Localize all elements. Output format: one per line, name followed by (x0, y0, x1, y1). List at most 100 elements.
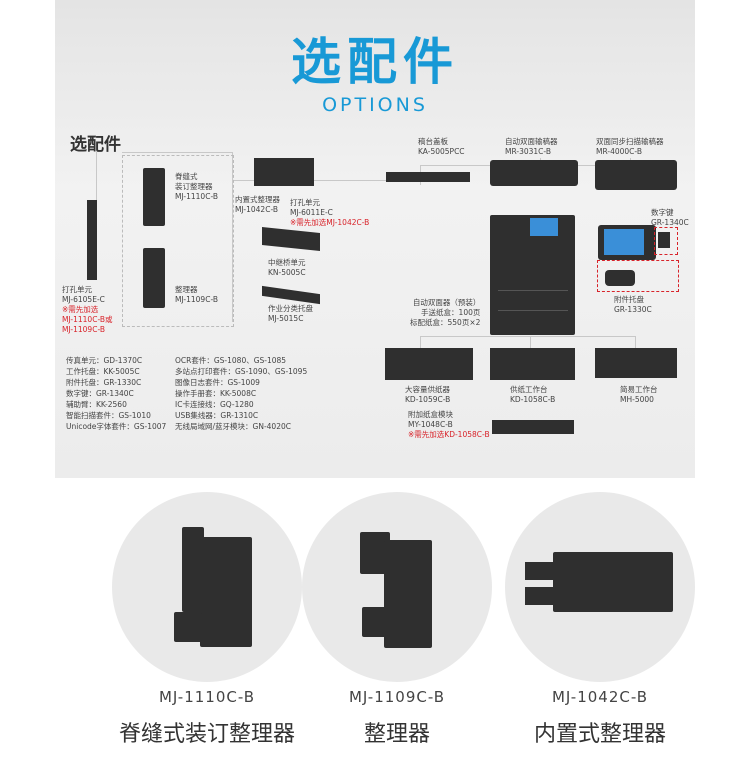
radf-image (490, 160, 578, 186)
finisher-tray-image (525, 587, 555, 605)
product-model: MJ-1110C-B (158, 688, 256, 706)
radf-model: MR-3031C-B (505, 147, 551, 156)
inner-finisher-image (254, 158, 314, 186)
list-item: 工作托盘：KK-5005C (66, 367, 140, 376)
platen-cover-image (386, 172, 470, 182)
connector-line (530, 336, 531, 350)
extra-tray-model: MY-1048C-B (408, 420, 453, 429)
finisher-tray-image (525, 562, 555, 580)
finisher-output-image (362, 607, 388, 637)
product-name: 脊缝式装订整理器 (118, 722, 295, 747)
list-item: USB集线器：GR-1310C (175, 411, 259, 420)
section-label: 选配件 (70, 135, 121, 155)
dsdf-model: MR-4000C-B (596, 147, 642, 156)
paper-feed-model: KD-1058C-B (510, 395, 556, 404)
attach-tray-name: 附件托盘 (614, 295, 644, 304)
attach-tray-highlight (597, 260, 679, 292)
radf-name: 自动双面输稿器 (505, 137, 558, 146)
keypad-image (658, 232, 670, 248)
tray-divider (498, 290, 568, 291)
finisher-name: 整理器 (175, 285, 198, 294)
copier-screen (530, 218, 558, 236)
product-name: 整理器 (363, 722, 430, 747)
control-panel-screen (604, 229, 644, 255)
saddle-finisher-name: 脊缝式 (175, 172, 198, 181)
finisher-body-image (384, 540, 432, 648)
tray-divider (498, 310, 568, 311)
list-item: 多站点打印套件：GS-1090、GS-1095 (175, 367, 308, 376)
attach-tray-model: GR-1330C (614, 305, 652, 314)
list-item: IC卡连接线：GQ-1280 (175, 400, 254, 409)
platen-name: 稿台盖板 (418, 137, 448, 146)
connector-line (232, 152, 233, 322)
stand-model: MH-5000 (620, 395, 654, 404)
inner-finisher-name: 内置式整理器 (235, 195, 280, 204)
bridge-unit-name: 中继桥单元 (268, 258, 306, 267)
extra-tray-name: 附加纸盒模块 (408, 410, 453, 419)
punch-left-note: MJ-1110C-B或 (62, 315, 113, 324)
list-item: 传真单元：GD-1370C (66, 356, 143, 365)
finisher-body-image (553, 552, 673, 612)
lcf-image (385, 348, 473, 380)
list-item: 图像日志套件：GS-1009 (175, 378, 260, 387)
list-item: 操作手册套：KK-5008C (175, 389, 257, 398)
list-item: 数字键：GR-1340C (66, 389, 134, 398)
finisher-body-image (200, 537, 252, 647)
saddle-finisher-model: MJ-1110C-B (175, 192, 219, 201)
lcf-name: 大容量供纸器 (405, 385, 450, 394)
punch-left-name: 打孔单元 (62, 285, 92, 294)
punch-unit-note: ※需先加选MJ-1042C-B (290, 218, 370, 227)
punch-left-model: MJ-6105E-C (62, 295, 105, 304)
paper-feed-image (490, 348, 575, 380)
list-item: Unicode字体套件：GS-1007 (66, 422, 167, 431)
duplex-note: 自动双面器（预装） (412, 298, 481, 307)
paper-feed-name: 供纸工作台 (510, 385, 548, 394)
lcf-model: KD-1059C-B (405, 395, 451, 404)
platen-model: KA-5005PCC (418, 147, 465, 156)
saddle-finisher-name: 装订整理器 (175, 182, 213, 191)
dsdf-name: 双面同步扫描输稿器 (596, 137, 664, 146)
finisher-image (143, 248, 165, 308)
job-separator-name: 作业分类托盘 (268, 304, 313, 313)
job-separator-model: MJ-5015C (268, 314, 304, 323)
stand-name: 简易工作台 (620, 385, 658, 394)
punch-unit-model: MJ-6011E-C (290, 208, 333, 217)
duplex-note: 手送纸盒：100页 (421, 308, 481, 317)
product-image-finisher (302, 492, 492, 682)
keypad-name: 数字键 (651, 208, 674, 217)
extra-tray-note: ※需先加选KD-1058C-B (408, 430, 490, 439)
bridge-unit-model: KN-5005C (268, 268, 306, 277)
list-item: 附件托盘：GR-1330C (66, 378, 142, 387)
product-image-inner-finisher (505, 492, 695, 682)
punch-left-note: ※需先加选 (62, 305, 99, 314)
finisher-model: MJ-1109C-B (175, 295, 219, 304)
product-name: 内置式整理器 (533, 722, 666, 747)
list-item: OCR套件：GS-1080、GS-1085 (175, 356, 287, 365)
accessory-list-1: 传真单元：GD-1370C 工作托盘：KK-5005C 附件托盘：GR-1330… (66, 355, 166, 432)
keypad-highlight (654, 227, 678, 255)
list-item: 智能扫描套件：GS-1010 (66, 411, 151, 420)
connector-line (122, 152, 232, 153)
inner-finisher-model: MJ-1042C-B (235, 205, 279, 214)
connector-line (420, 336, 421, 350)
page-subtitle: OPTIONS (322, 94, 428, 116)
options-panel (55, 0, 695, 478)
punch-left-note: MJ-1109C-B (62, 325, 106, 334)
connector-line (420, 336, 635, 337)
finisher-group (122, 155, 234, 327)
finisher-output-image (174, 612, 202, 642)
duplex-note: 标配纸盒：550页×2 (410, 318, 481, 327)
stand-image (595, 348, 677, 378)
product-model: MJ-1109C-B (348, 688, 446, 706)
list-item: 辅助臂：KK-2560 (66, 400, 127, 409)
list-item: 无线局域网/蓝牙模块：GN-4020C (175, 422, 291, 431)
keypad-model: GR-1340C (651, 218, 689, 227)
connector-line (635, 336, 636, 350)
dsdf-image (595, 160, 677, 190)
accessory-list-2: OCR套件：GS-1080、GS-1085 多站点打印套件：GS-1090、GS… (175, 355, 307, 432)
attach-tray-image (605, 270, 635, 286)
product-model: MJ-1042C-B (551, 688, 649, 706)
page-title: 选配件 (291, 33, 459, 91)
product-image-saddle-finisher (112, 492, 302, 682)
extra-tray-image (492, 420, 574, 434)
